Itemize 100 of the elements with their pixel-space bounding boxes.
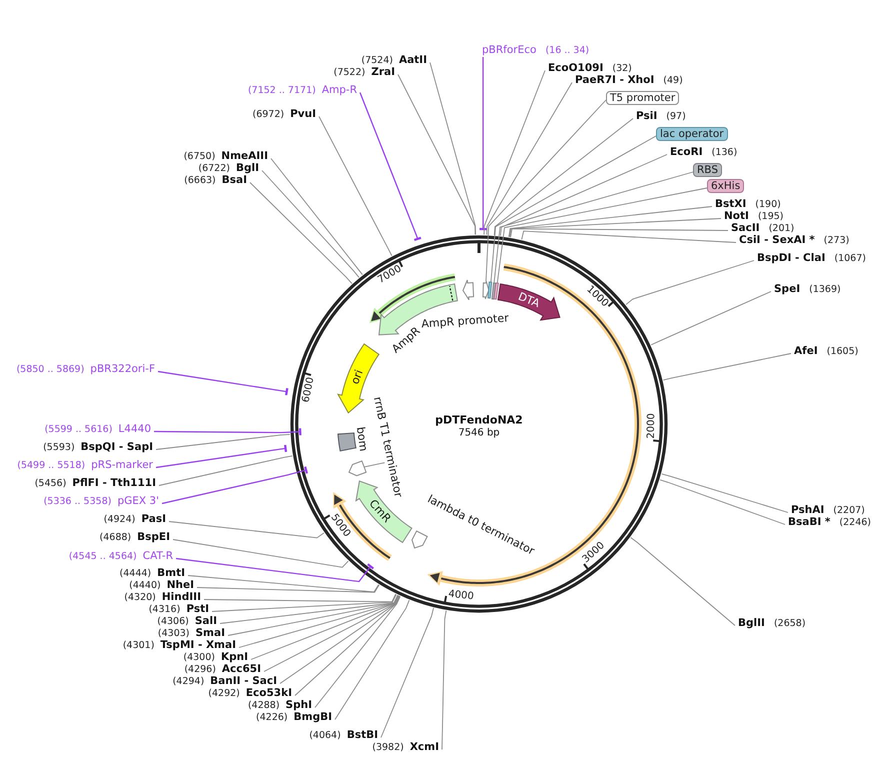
site-name: EcoRI [670,146,703,158]
primer-position: (5850 .. 5869) [16,364,84,376]
primer-position: (4545 .. 4564) [68,551,137,563]
leader-line [270,158,363,276]
feature-tag: 6xHis [707,179,744,193]
terminator-symbol [348,460,367,477]
site-position: (32) [612,63,632,75]
site-position: (1605) [826,346,858,358]
site-name: PshAI [791,504,824,516]
leader-line [508,206,712,238]
site-name: BmtI [157,567,185,579]
primer-name: pGEX 3' [117,495,159,507]
leader-line [486,100,606,282]
site-position: (4296) [184,664,216,676]
site-position: (4294) [172,676,204,688]
site-position: (2207) [833,505,865,517]
site-position: (4226) [256,712,288,724]
site-position: (136) [712,147,738,159]
site-name: BspDI - ClaI [757,252,826,264]
leader-line [156,444,288,468]
site-name: BsaI [222,174,247,186]
site-name: HindIII [162,591,201,603]
site-name: BstBI [346,729,378,741]
feature-label: bom [354,426,370,452]
leader-line [490,136,656,283]
site-position: (97) [666,111,686,123]
leader-line [500,154,668,236]
feature-label: AmpR promoter [421,311,510,330]
site-name: NotI [724,210,749,222]
leader-line [478,57,488,230]
site-name: BspEI [137,531,170,543]
leader-line [496,188,708,284]
site-position: (4306) [157,616,189,628]
site-name: PasI [141,513,166,525]
site-position: (4288) [248,700,280,712]
leader-line [314,596,401,708]
feature-segment [494,282,500,300]
leader-line [626,260,754,305]
feature-segment [488,282,493,300]
leader-line [521,230,736,243]
site-position: (5456) [34,478,66,490]
leader-line [294,596,400,696]
site-name: KpnI [220,651,248,663]
site-name: BglI [236,162,259,174]
leader-line [262,170,360,278]
primer-position: (5499 .. 5518) [17,460,86,472]
promoter-block [482,280,489,300]
leader-line [250,595,399,660]
site-position: (4320) [124,592,156,604]
site-name: PstI [186,603,209,615]
leader-line [176,558,374,582]
feature-label: rrnB T1 terminator [371,396,405,498]
site-name: SmaI [196,627,225,639]
leader-line [430,62,476,236]
site-name: EcoO109I [548,62,604,74]
site-name: PaeR7I - XhoI [575,74,654,86]
feature-label: ori [348,368,366,386]
site-name: Eco53kI [246,687,292,699]
site-position: (4292) [208,688,240,700]
leader-line [494,118,634,236]
site-name: SpeI [774,283,800,295]
primer-name: pRS-marker [91,459,153,471]
scale-label: 4000 [448,588,474,604]
leader-line [442,610,447,750]
site-position: (5593) [43,442,75,454]
site-position: (4688) [100,532,132,544]
site-position: (4440) [129,580,161,592]
site-name: BspQI - SapI [80,441,153,453]
primer-position: (5599 .. 5616) [44,424,112,436]
site-name: AfeI [794,345,818,357]
site-position: (201) [768,223,794,235]
site-position: (4444) [120,568,152,580]
site-position: (1369) [809,284,841,296]
site-position: (49) [663,75,683,87]
primer-name: pBR322ori-F [90,363,155,375]
site-name: PsiI [636,110,658,122]
site-position: (2246) [839,517,871,529]
site-name: BanII - SacI [210,675,277,687]
site-position: (273) [824,235,850,247]
leader-line [168,521,324,538]
site-name: PvuI [290,108,316,120]
primer-position: (16 .. 34) [545,45,590,57]
leader-line [158,370,288,396]
leader-line [162,466,308,504]
site-name: BglII [738,617,765,629]
plasmid-size: 7546 bp [458,426,500,440]
leader-line [486,82,572,236]
site-name: SalI [194,615,217,627]
site-name: BstXI [715,198,746,210]
leader-line [188,575,380,592]
site-position: (4924) [104,514,136,526]
primer-position: (7152 .. 7171) [248,85,316,97]
scale-label: 2000 [646,413,658,439]
primer-name: Amp-R [322,84,357,96]
site-name: XcmI [410,741,439,753]
site-name: ZraI [371,66,395,78]
site-name: NmeAIII [221,150,268,162]
leader-line [661,474,788,513]
leader-line [630,537,736,626]
plasmid-name: pDTFendoNA2 [435,414,523,426]
